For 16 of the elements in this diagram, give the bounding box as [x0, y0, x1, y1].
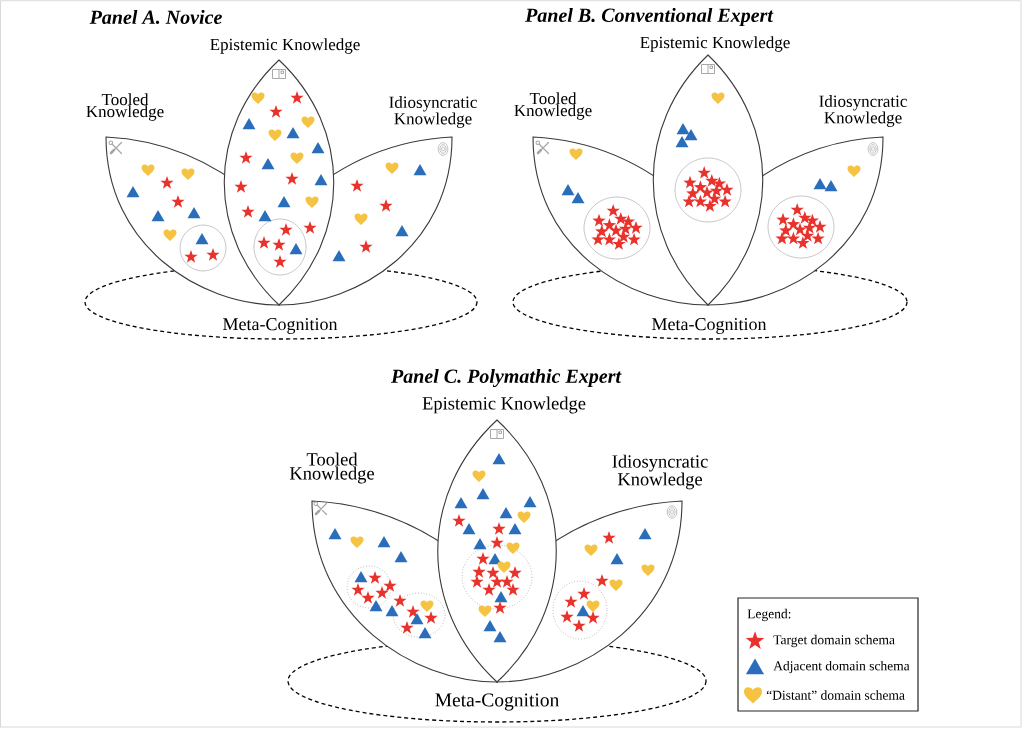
legend-title: Legend:: [747, 608, 791, 622]
node-label: Epistemic Knowledge: [422, 396, 586, 414]
node-label: Epistemic Knowledge: [640, 36, 790, 52]
legend-label: Adjacent domain schema: [773, 660, 910, 674]
node-label: Tooled Knowledge: [289, 452, 375, 484]
node-label: Idiosyncratic Knowledge: [612, 454, 708, 490]
node-label: Tooled Knowledge: [86, 93, 164, 121]
node-label: Idiosyncratic Knowledge: [389, 96, 477, 128]
node-label: Idiosyncratic Knowledge: [819, 95, 907, 127]
panel-title: Panel B. Conventional Expert: [525, 7, 774, 27]
node-label: Epistemic Knowledge: [210, 38, 360, 54]
legend-label: “Distant” domain schema: [766, 690, 905, 700]
panel-title: Panel C. Polymathic Expert: [391, 368, 622, 388]
node-label: Tooled Knowledge: [514, 92, 592, 120]
legend-label: Target domain schema: [773, 634, 895, 648]
panel-title: Panel A. Novice: [89, 9, 222, 25]
